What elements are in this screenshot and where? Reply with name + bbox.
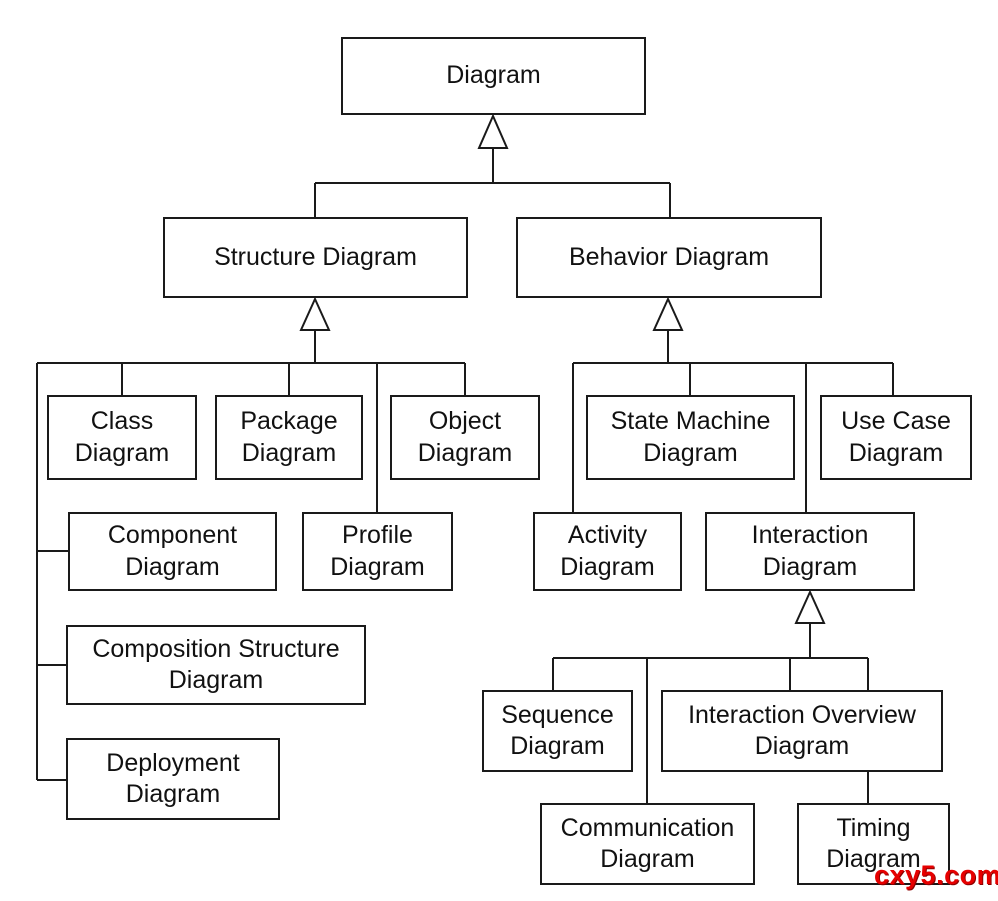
node-timing-diagram: Timing Diagram xyxy=(797,803,950,885)
node-package-diagram: Package Diagram xyxy=(215,395,363,480)
node-interaction-diagram: Interaction Diagram xyxy=(705,512,915,591)
node-interaction-overview-diagram: Interaction Overview Diagram xyxy=(661,690,943,772)
watermark: cxy5.com xyxy=(874,860,998,890)
node-component-diagram: Component Diagram xyxy=(68,512,277,591)
node-profile-diagram: Profile Diagram xyxy=(302,512,453,591)
node-use-case-diagram: Use Case Diagram xyxy=(820,395,972,480)
generalization-arrow-diagram xyxy=(477,113,509,149)
node-activity-diagram: Activity Diagram xyxy=(533,512,682,591)
node-class-diagram: Class Diagram xyxy=(47,395,197,480)
node-communication-diagram: Communication Diagram xyxy=(540,803,755,885)
node-structure-diagram: Structure Diagram xyxy=(163,217,468,298)
node-diagram: Diagram xyxy=(341,37,646,115)
node-deployment-diagram: Deployment Diagram xyxy=(66,738,280,820)
generalization-arrow-interaction xyxy=(794,589,826,624)
node-behavior-diagram: Behavior Diagram xyxy=(516,217,822,298)
generalization-arrow-behavior xyxy=(652,296,684,331)
node-state-machine-diagram: State Machine Diagram xyxy=(586,395,795,480)
node-sequence-diagram: Sequence Diagram xyxy=(482,690,633,772)
node-composition-structure-diagram: Composition Structure Diagram xyxy=(66,625,366,705)
generalization-arrow-structure xyxy=(299,296,331,331)
node-object-diagram: Object Diagram xyxy=(390,395,540,480)
